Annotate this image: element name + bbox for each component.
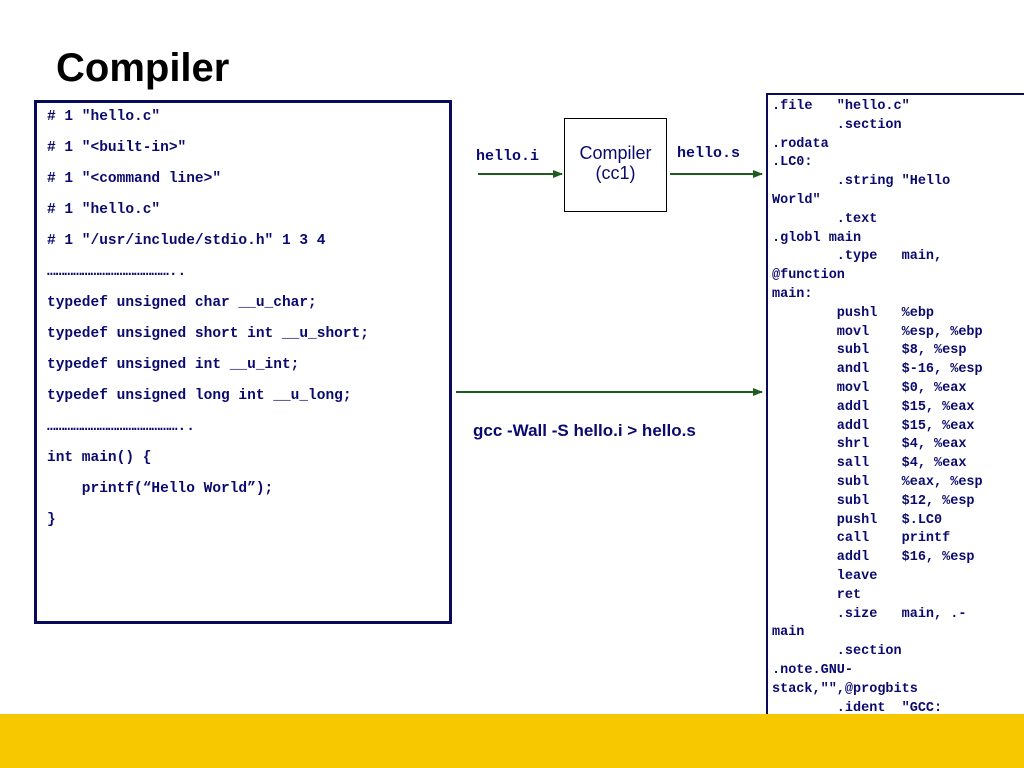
assembly-line: .size main, .- <box>772 606 967 622</box>
compiler-name: Compiler <box>579 143 652 163</box>
source-line: typedef unsigned long int __u_long; <box>47 388 352 404</box>
assembly-line: World" <box>772 192 821 208</box>
input-file-label: hello.i <box>476 148 540 165</box>
source-line: # 1 "hello.c" <box>47 202 161 218</box>
assembly-line: call printf <box>772 531 951 547</box>
source-line: int main() { <box>47 450 152 466</box>
assembly-line: addl $15, %eax <box>772 418 975 434</box>
assembly-line: .LC0: <box>772 155 813 171</box>
slide-title: Compiler <box>56 46 230 90</box>
assembly-line: pushl $.LC0 <box>772 512 943 528</box>
assembly-line: ret <box>772 587 862 603</box>
source-line: # 1 "<built-in>" <box>47 140 187 156</box>
assembly-line: subl $12, %esp <box>772 493 975 509</box>
footer-bar <box>0 714 1024 768</box>
source-line: typedef unsigned short int __u_short; <box>47 326 369 342</box>
assembly-line: .file "hello.c" <box>772 99 910 114</box>
assembly-line: sall $4, %eax <box>772 456 967 472</box>
source-line: # 1 "/usr/include/stdio.h" 1 3 4 <box>47 233 326 249</box>
source-line: …………………………………….. <box>47 264 187 280</box>
source-line: } <box>47 512 56 528</box>
assembly-output-box: .file "hello.c" .section .rodata .LC0: .st… <box>766 93 1024 735</box>
gcc-command-label: gcc -Wall -S hello.i > hello.s <box>473 421 696 440</box>
output-file-label: hello.s <box>677 145 741 162</box>
assembly-line: stack,"",@progbits <box>772 681 918 697</box>
assembly-line: .section <box>772 117 902 133</box>
source-line: printf(“Hello World”); <box>47 481 274 497</box>
assembly-line: movl $0, %eax <box>772 380 967 396</box>
assembly-line: subl %eax, %esp <box>772 474 983 490</box>
assembly-line: .note.GNU- <box>772 662 854 678</box>
assembly-line: .ident "GCC: <box>772 700 943 716</box>
source-line: ……………………………………….. <box>47 419 195 435</box>
assembly-line: main <box>772 625 805 641</box>
compiler-subtitle: (cc1) <box>595 163 636 183</box>
assembly-line: leave <box>772 568 878 584</box>
assembly-line: .string "Hello <box>772 174 951 190</box>
assembly-line: main: <box>772 286 813 302</box>
preprocessed-source-box: # 1 "hello.c" # 1 "<built-in>" # 1 "<comma… <box>34 100 452 624</box>
assembly-line: movl %esp, %ebp <box>772 324 983 340</box>
assembly-line: shrl $4, %eax <box>772 437 967 453</box>
assembly-line: .section <box>772 644 902 660</box>
source-line: # 1 "<command line>" <box>47 171 222 187</box>
assembly-line: addl $15, %eax <box>772 399 975 415</box>
source-line: # 1 "hello.c" <box>47 109 161 125</box>
assembly-line: addl $16, %esp <box>772 550 975 566</box>
assembly-line: pushl %ebp <box>772 305 935 321</box>
assembly-line: .rodata <box>772 136 829 152</box>
assembly-line: subl $8, %esp <box>772 343 967 359</box>
assembly-line: andl $-16, %esp <box>772 362 983 378</box>
assembly-line: .text <box>772 211 878 227</box>
source-line: typedef unsigned int __u_int; <box>47 357 300 373</box>
assembly-line: .type main, <box>772 249 943 265</box>
assembly-line: @function <box>772 268 845 284</box>
compiler-box: Compiler (cc1) <box>564 118 667 212</box>
source-line: typedef unsigned char __u_char; <box>47 295 317 311</box>
assembly-line: .globl main <box>772 230 862 246</box>
